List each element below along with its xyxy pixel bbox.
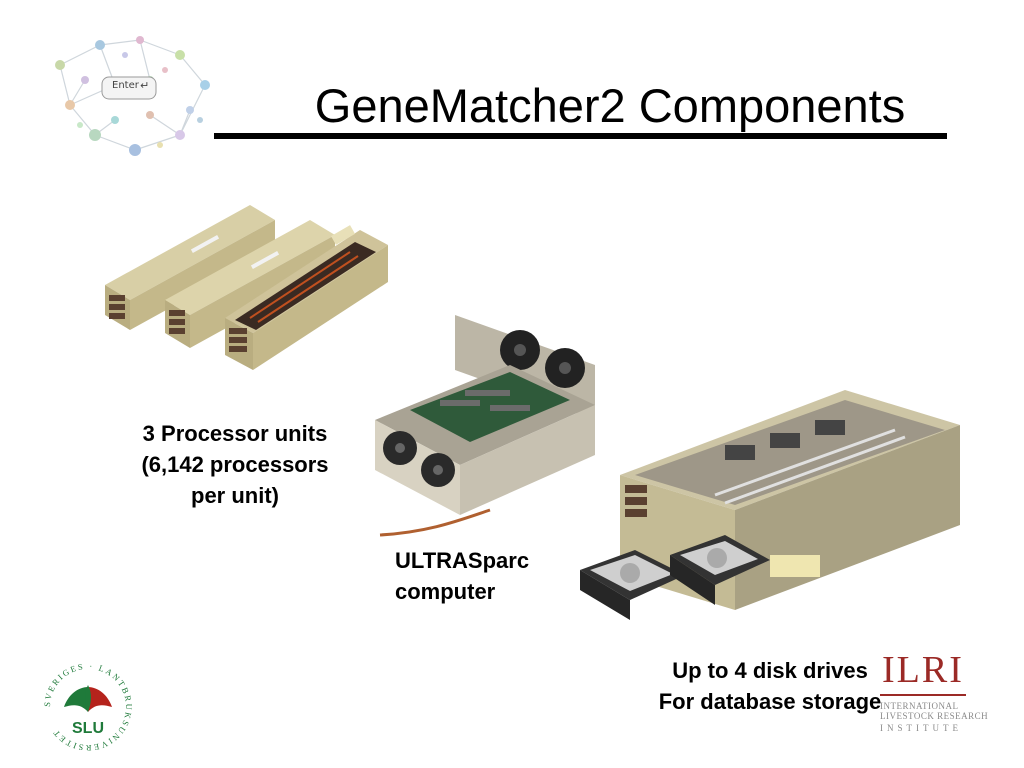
ilri-logo: ILRI INTERNATIONAL LIVESTOCK RESEARCH IN… bbox=[872, 648, 988, 738]
caption-line: per unit) bbox=[191, 483, 279, 508]
slu-logo: SVERIGES · LANTBRUKSUNIVERSITET SLU bbox=[42, 661, 132, 753]
ilri-line-international: INTERNATIONAL bbox=[880, 701, 959, 711]
caption-line: ULTRASparc bbox=[395, 548, 530, 573]
ilri-line-livestock: LIVESTOCK RESEARCH bbox=[880, 711, 989, 721]
ultrasparc-caption: ULTRASparc computer bbox=[395, 545, 529, 607]
ilri-line-institute: INSTITUTE bbox=[880, 723, 962, 733]
enter-arrow-icon: ↵ bbox=[140, 79, 150, 92]
ilri-divider bbox=[880, 694, 966, 696]
caption-line: (6,142 processors bbox=[141, 452, 329, 477]
disk-drive-enclosure-photo bbox=[580, 390, 960, 620]
slide-title: GeneMatcher2 Components bbox=[314, 79, 906, 132]
enter-key-label: Enter bbox=[112, 80, 139, 91]
disk-drives-caption: Up to 4 disk drives For database storage bbox=[640, 655, 900, 717]
caption-line: computer bbox=[395, 579, 496, 604]
ilri-letters: ILRI bbox=[882, 649, 964, 691]
network-molecule-logo bbox=[55, 36, 210, 156]
processor-units-caption: 3 Processor units (6,142 processors per … bbox=[110, 418, 360, 511]
slu-abbr: SLU bbox=[72, 720, 104, 737]
processor-units-photo bbox=[105, 205, 388, 370]
ultrasparc-computer-photo bbox=[375, 315, 595, 537]
caption-line: For database storage bbox=[658, 689, 882, 714]
title-underline bbox=[214, 133, 947, 139]
caption-line: Up to 4 disk drives bbox=[672, 658, 868, 683]
caption-line: 3 Processor units bbox=[142, 421, 328, 446]
